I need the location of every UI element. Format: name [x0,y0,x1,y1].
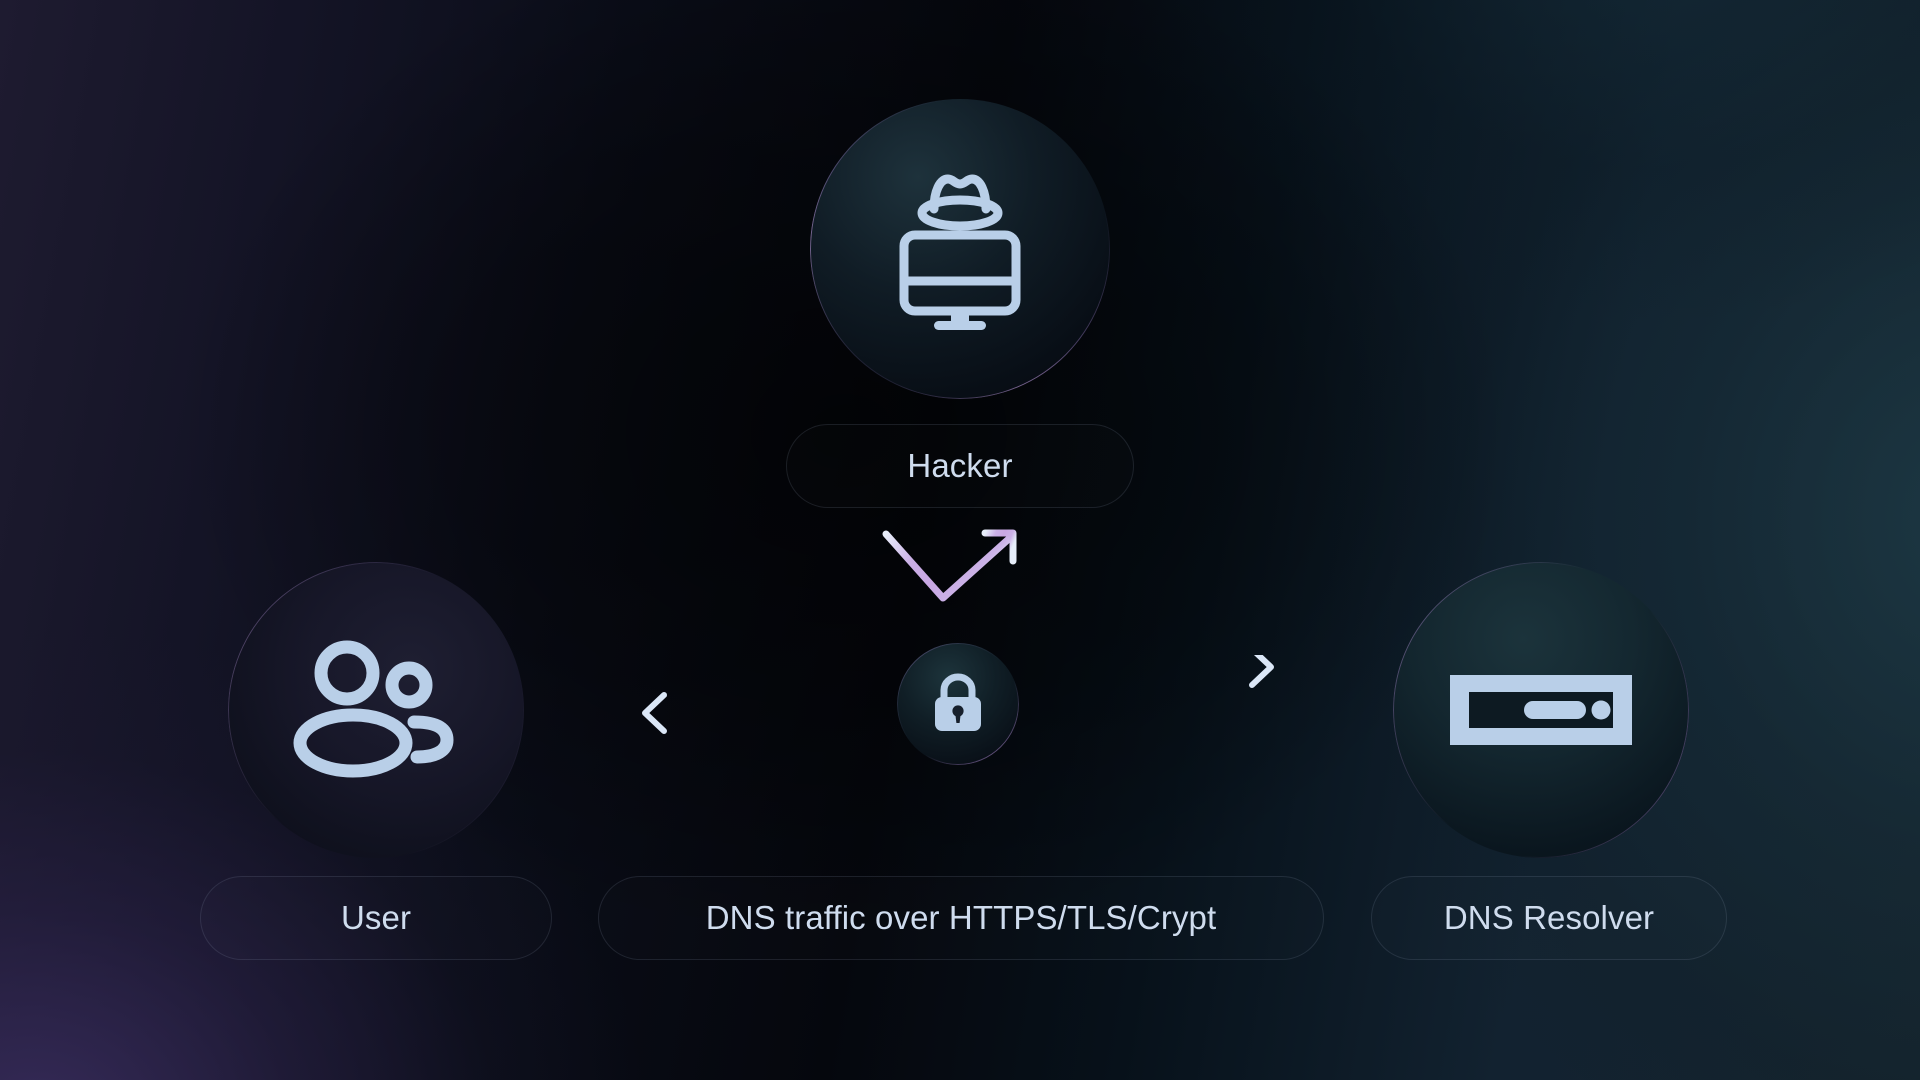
resolver-icon-circle [1393,562,1689,858]
hacker-intercept-arrow [882,529,1017,602]
users-group-icon [293,640,454,778]
server-rack-icon [1450,675,1632,745]
resolver-channel-arrows [1066,655,1274,716]
user-channel-arrows [642,664,850,734]
encryption-label: DNS traffic over HTTPS/TLS/Crypt [705,899,1217,936]
label-pill-encryption[interactable]: DNS traffic over HTTPS/TLS/Crypt [598,876,1324,960]
node-encryption-lock[interactable] [897,643,1019,765]
node-user[interactable] [228,562,524,858]
label-pill-user[interactable]: User [200,876,552,960]
node-dns-resolver[interactable] [1393,562,1689,858]
label-pill-dns-resolver[interactable]: DNS Resolver [1371,876,1727,960]
lock-icon-circle [897,643,1019,765]
user-label: User [340,899,412,936]
hacker-monitor-fedora-icon [899,174,1021,330]
label-pill-hacker[interactable]: Hacker [786,424,1134,508]
hacker-label: Hacker [907,447,1013,484]
padlock-icon [935,673,981,731]
node-hacker[interactable] [810,99,1110,399]
resolver-label: DNS Resolver [1443,899,1655,936]
hacker-icon-circle [810,99,1110,399]
user-icon-circle [228,562,524,858]
